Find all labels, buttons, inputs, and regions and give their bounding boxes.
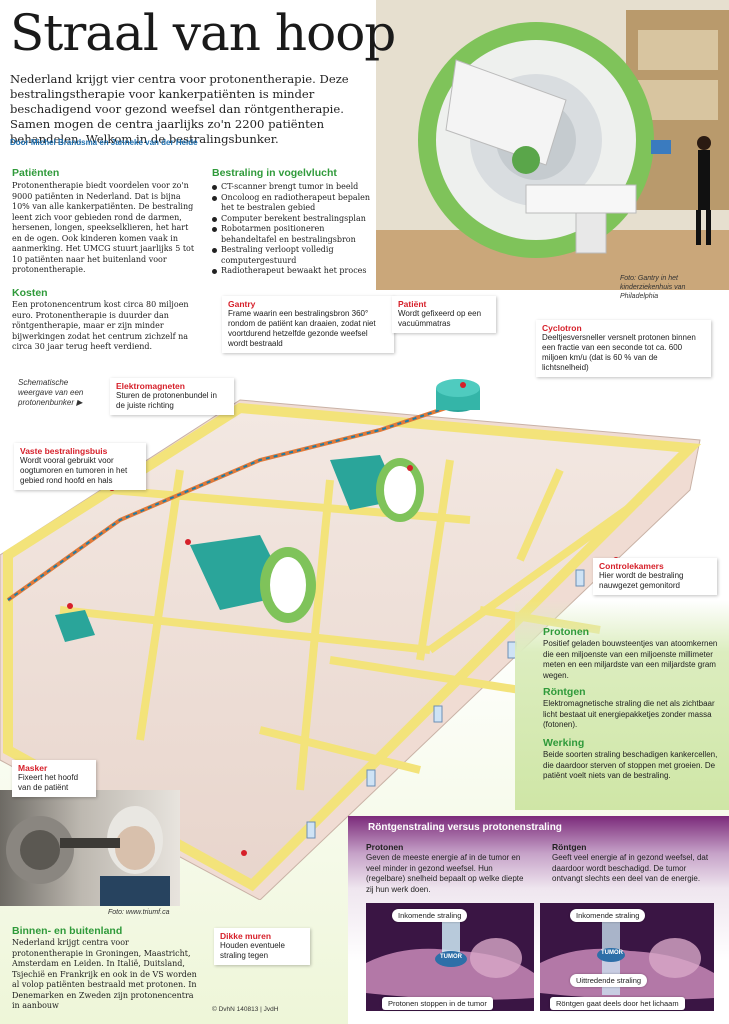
callout-vaste-text: Wordt vooral gebruikt voor oogtumoren en… bbox=[20, 456, 128, 485]
gantry-illustration bbox=[376, 0, 729, 290]
mask-photo bbox=[0, 790, 180, 906]
callout-gantry-text: Frame waarin een bestralingsbron 360° ro… bbox=[228, 309, 376, 348]
callout-cyclotron: Cyclotron Deeltjesversneller versnelt pr… bbox=[536, 320, 711, 377]
rontgen-text: Elektromagnetische straling die net als … bbox=[543, 699, 715, 729]
byline: Door Michel Brandsma en Janneke van der … bbox=[10, 138, 198, 147]
callout-cyclotron-heading: Cyclotron bbox=[542, 323, 582, 333]
callout-controlekamers-text: Hier wordt de bestraling nauwgezet gemon… bbox=[599, 571, 684, 590]
callout-controlekamers-heading: Controlekamers bbox=[599, 561, 664, 571]
protonen-caption: Protonen stoppen in de tumor bbox=[382, 997, 493, 1010]
protonen-heading: Protonen bbox=[543, 626, 590, 638]
vogelvlucht-item: Radiotherapeut bewaakt het proces bbox=[212, 266, 382, 277]
callout-vaste-bestralingsbuis: Vaste bestralingsbuis Wordt vooral gebru… bbox=[14, 443, 146, 490]
page-title: Straal van hoop bbox=[10, 4, 396, 62]
tumor-label-rontgen: TUMOR bbox=[601, 950, 623, 956]
callout-masker-heading: Masker bbox=[18, 763, 48, 773]
schematic-note: Schematische weergave van een protonenbu… bbox=[18, 378, 84, 407]
vogelvlucht-item: Robotarmen positioneren behandeltafel en… bbox=[212, 224, 382, 245]
vogelvlucht-list: CT-scanner brengt tumor in beeld Oncoloo… bbox=[212, 182, 382, 277]
protonen-text: Positief geladen bouwsteentjes van atoom… bbox=[543, 639, 718, 680]
tumor-label-protonen: TUMOR bbox=[440, 954, 462, 960]
kosten-text: Een protonencentrum kost circa 80 miljoe… bbox=[12, 300, 189, 351]
rontgen-caption: Röntgen gaat deels door het lichaam bbox=[550, 997, 685, 1010]
inkomend-label-rontgen: Inkomende straling bbox=[570, 909, 646, 922]
kosten-heading: Kosten bbox=[12, 287, 48, 299]
patienten-text: Protonentherapie biedt voordelen voor zo… bbox=[12, 181, 195, 274]
rontgen-heading: Röntgen bbox=[543, 686, 586, 698]
compare-rontgen-text: Geeft veel energie af in gezond weefsel,… bbox=[552, 853, 709, 883]
callout-elektromagneten-text: Sturen de protonenbundel in de juiste ri… bbox=[116, 391, 217, 410]
werking-heading: Werking bbox=[543, 737, 585, 749]
definitions-panel bbox=[515, 600, 729, 810]
mask-photo-caption: Foto: www.triumf.ca bbox=[108, 909, 170, 916]
callout-cyclotron-text: Deeltjesversneller versnelt protonen bin… bbox=[542, 333, 696, 372]
binnen-heading: Binnen- en buitenland bbox=[12, 925, 123, 937]
callout-elektromagneten: Elektromagneten Sturen de protonenbundel… bbox=[110, 378, 234, 415]
bunker-illustration bbox=[0, 379, 702, 900]
callout-patient-text: Wordt gefixeerd op een vacuümmatras bbox=[398, 309, 482, 328]
comparison-title: Röntgenstraling versus protonenstraling bbox=[368, 822, 562, 833]
callout-vaste-heading: Vaste bestralingsbuis bbox=[20, 446, 108, 456]
compare-protonen-heading: Protonen bbox=[366, 842, 404, 852]
footer-credit: © DvhN 140813 | JvdH bbox=[212, 1006, 279, 1013]
binnen-text: Nederland krijgt centra voor protonenthe… bbox=[12, 938, 197, 1010]
compare-rontgen-heading: Röntgen bbox=[552, 842, 587, 852]
vogelvlucht-item: CT-scanner brengt tumor in beeld bbox=[212, 182, 382, 193]
gantry-photo bbox=[376, 0, 729, 290]
mask-illustration bbox=[6, 806, 170, 906]
uittredend-label: Uittredende straling bbox=[570, 974, 648, 987]
callout-masker: Masker Fixeert het hoofd van de patiënt bbox=[12, 760, 96, 797]
vogelvlucht-item: Bestraling verloopt volledig computerges… bbox=[212, 245, 382, 266]
gantry-photo-caption: Foto: Gantry in het kinderziekenhuis van… bbox=[620, 275, 686, 300]
intro-text: Nederland krijgt vier centra voor proton… bbox=[10, 72, 349, 146]
callout-patient-heading: Patiënt bbox=[398, 299, 427, 309]
callout-elektromagneten-heading: Elektromagneten bbox=[116, 381, 185, 391]
callout-gantry-heading: Gantry bbox=[228, 299, 256, 309]
werking-text: Beide soorten straling beschadigen kanke… bbox=[543, 750, 718, 780]
callout-muren-text: Houden eventuele straling tegen bbox=[220, 941, 285, 960]
callout-controlekamers: Controlekamers Hier wordt de bestraling … bbox=[593, 558, 717, 595]
callout-muren-heading: Dikke muren bbox=[220, 931, 272, 941]
callout-gantry: Gantry Frame waarin een bestralingsbron … bbox=[222, 296, 394, 353]
patienten-heading: Patiënten bbox=[12, 167, 60, 179]
vogelvlucht-heading: Bestraling in vogelvlucht bbox=[212, 167, 337, 179]
vogelvlucht-item: Oncoloog en radiotherapeut bepalen het t… bbox=[212, 193, 382, 214]
compare-protonen-text: Geven de meeste energie af in de tumor e… bbox=[366, 853, 524, 894]
callout-patient: Patiënt Wordt gefixeerd op een vacuümmat… bbox=[392, 296, 496, 333]
callout-masker-text: Fixeert het hoofd van de patiënt bbox=[18, 773, 79, 792]
callout-dikke-muren: Dikke muren Houden eventuele straling te… bbox=[214, 928, 310, 965]
inkomend-label-protonen: Inkomende straling bbox=[392, 909, 468, 922]
vogelvlucht-item: Computer berekent bestralingsplan bbox=[212, 214, 382, 225]
